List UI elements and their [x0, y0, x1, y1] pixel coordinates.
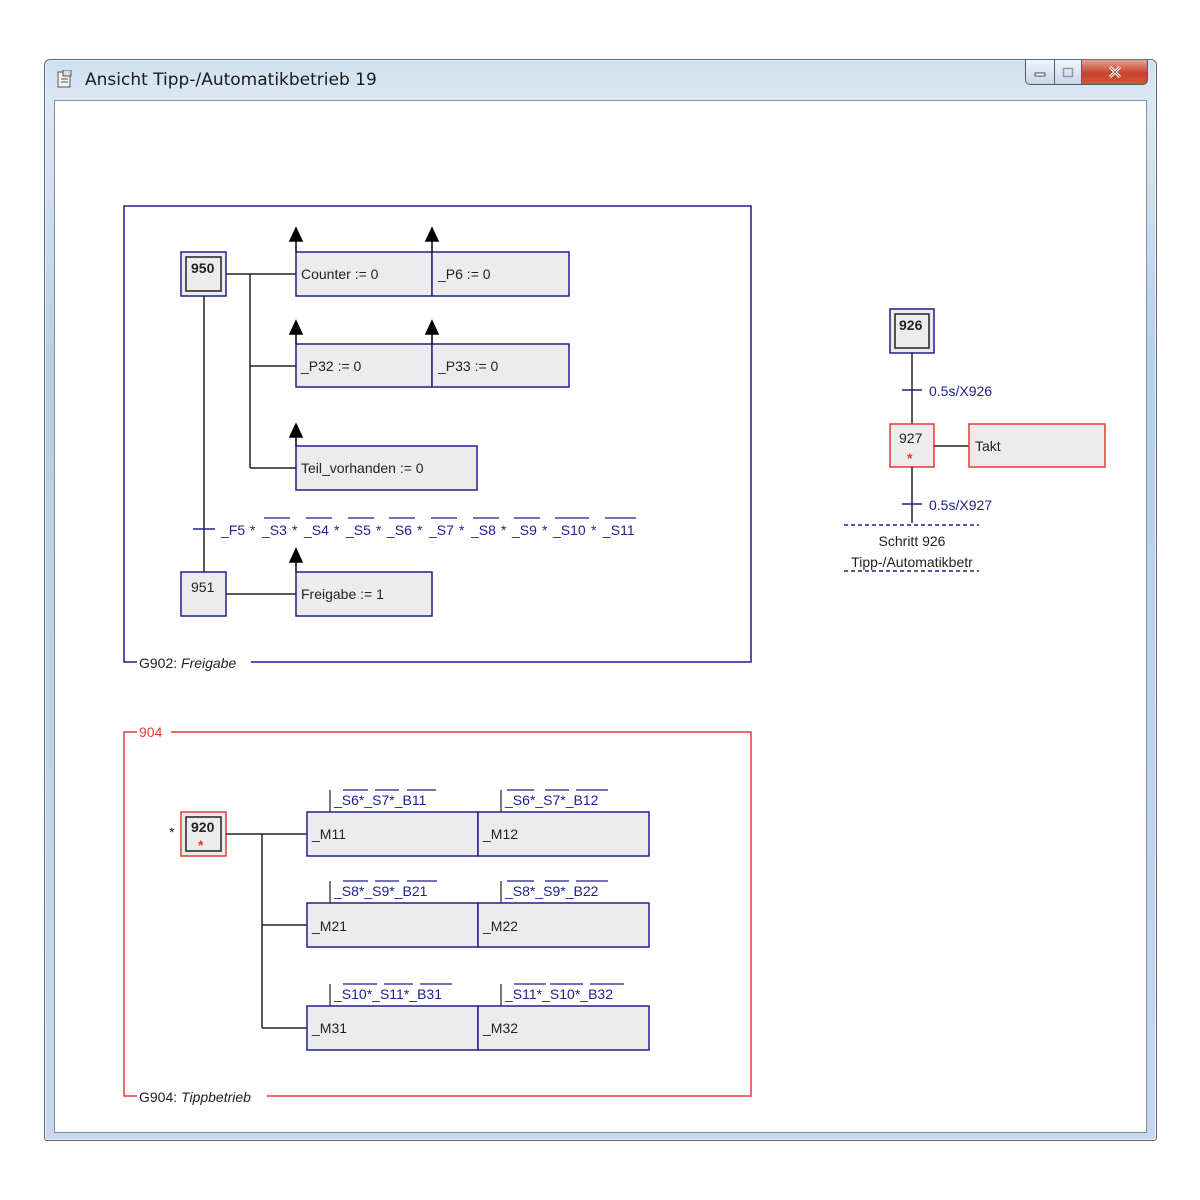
svg-text:_S11: _S11 — [602, 522, 635, 538]
action-m22[interactable]: _M22 — [477, 902, 650, 948]
svg-text:_S6*_S7*_B11: _S6*_S7*_B11 — [333, 792, 427, 808]
step-927[interactable]: 927 * — [889, 423, 935, 468]
close-button[interactable] — [1082, 60, 1148, 85]
svg-text:_S11*_S10*_B32: _S11*_S10*_B32 — [504, 986, 613, 1002]
svg-text:_S8*_S9*_B22: _S8*_S9*_B22 — [504, 883, 599, 899]
svg-text:_M11: _M11 — [311, 826, 346, 842]
svg-text:_F5: _F5 — [220, 522, 245, 538]
action-p33[interactable]: _P33 := 0 — [431, 343, 570, 388]
initial-step-marker: * — [169, 824, 175, 840]
app-window: Ansicht Tipp-/Automatikbetrieb 19 G902: … — [44, 59, 1157, 1141]
group-g904-header: 904 — [139, 724, 163, 740]
action-m11[interactable]: _M11 — [306, 811, 479, 857]
window-app-icon — [57, 70, 72, 88]
svg-text:Freigabe := 1: Freigabe := 1 — [301, 586, 384, 602]
svg-text:950: 950 — [191, 260, 215, 276]
jump-target[interactable]: Schritt 926 Tipp-/Automatikbetr — [844, 533, 979, 572]
svg-text:*: * — [417, 522, 423, 538]
action-arrows — [288, 226, 440, 572]
step-926[interactable]: 926 — [889, 308, 935, 354]
svg-text:927: 927 — [899, 430, 923, 446]
window-title: Ansicht Tipp-/Automatikbetrieb 19 — [85, 70, 377, 90]
svg-text:_P33 := 0: _P33 := 0 — [437, 358, 499, 374]
action-p6[interactable]: _P6 := 0 — [431, 251, 570, 297]
transition-926[interactable]: 0.5s/X926 — [929, 383, 992, 399]
step-920[interactable]: 920 * — [180, 811, 227, 857]
svg-text:*: * — [376, 522, 382, 538]
group-g904-frame — [171, 731, 752, 1097]
action-takt[interactable]: Takt — [968, 423, 1106, 468]
svg-text:926: 926 — [899, 317, 923, 333]
action-m32[interactable]: _M32 — [477, 1005, 650, 1051]
svg-text:_S7: _S7 — [428, 522, 454, 538]
svg-text:920: 920 — [191, 819, 215, 835]
svg-text:_S10: _S10 — [552, 522, 586, 538]
svg-text:_S9: _S9 — [511, 522, 537, 538]
svg-text:Teil_vorhanden := 0: Teil_vorhanden := 0 — [301, 460, 424, 476]
condition-m21[interactable]: _S8*_S9*_B21 — [329, 880, 437, 903]
svg-text:_M32: _M32 — [482, 1020, 518, 1036]
active-marker-icon: * — [198, 837, 204, 853]
svg-text:*: * — [459, 522, 465, 538]
svg-text:Takt: Takt — [975, 438, 1001, 454]
svg-text:_M12: _M12 — [482, 826, 518, 842]
svg-text:951: 951 — [191, 579, 215, 595]
svg-text:_S6: _S6 — [386, 522, 412, 538]
active-marker-icon: * — [907, 450, 913, 466]
svg-text:_S8*_S9*_B21: _S8*_S9*_B21 — [333, 883, 428, 899]
action-teil-vorhanden[interactable]: Teil_vorhanden := 0 — [295, 445, 478, 491]
svg-text:*: * — [292, 522, 298, 538]
close-icon — [1108, 66, 1121, 78]
svg-text:_M22: _M22 — [482, 918, 518, 934]
svg-text:_P6 := 0: _P6 := 0 — [437, 266, 491, 282]
title-bar[interactable]: Ansicht Tipp-/Automatikbetrieb 19 — [45, 60, 1156, 100]
action-p32[interactable]: _P32 := 0 — [295, 343, 433, 388]
maximize-button[interactable] — [1055, 60, 1082, 85]
action-m12[interactable]: _M12 — [477, 811, 650, 857]
svg-text:*: * — [591, 522, 597, 538]
svg-text:_S6*_S7*_B12: _S6*_S7*_B12 — [504, 792, 599, 808]
transition-927[interactable]: 0.5s/X927 — [929, 497, 992, 513]
svg-text:_M21: _M21 — [311, 918, 347, 934]
svg-text:Counter := 0: Counter := 0 — [301, 266, 379, 282]
svg-text:_S10*_S11*_B31: _S10*_S11*_B31 — [333, 986, 442, 1002]
svg-text:Schritt 926: Schritt 926 — [879, 533, 946, 549]
svg-text:*: * — [250, 522, 256, 538]
maximize-icon — [1062, 67, 1074, 77]
group-g902-label: G902: Freigabe — [139, 655, 237, 671]
group-g902: G902: Freigabe 950 Counter := 0 — [123, 205, 752, 671]
svg-text:_S3: _S3 — [261, 522, 287, 538]
window-controls — [1025, 60, 1148, 86]
diagram-canvas: G902: Freigabe 950 Counter := 0 — [54, 100, 1147, 1133]
condition-m32[interactable]: _S11*_S10*_B32 — [500, 983, 624, 1006]
svg-text:Tipp-/Automatikbetr: Tipp-/Automatikbetr — [851, 554, 973, 570]
takt-chain: 926 0.5s/X926 927 * Takt 0.5s/X927 — [844, 308, 1106, 572]
svg-text:_S5: _S5 — [345, 522, 371, 538]
step-951[interactable]: 951 — [180, 571, 227, 617]
svg-text:*: * — [334, 522, 340, 538]
action-freigabe[interactable]: Freigabe := 1 — [295, 571, 433, 617]
condition-m22[interactable]: _S8*_S9*_B22 — [500, 880, 608, 903]
svg-text:_S8: _S8 — [470, 522, 496, 538]
action-m31[interactable]: _M31 — [306, 1005, 479, 1051]
group-g902-frame — [123, 205, 752, 663]
group-g904: 904 G904: Tippbetrieb * 920 * _M11 — [123, 724, 752, 1105]
svg-text:_S4: _S4 — [303, 522, 329, 538]
sfc-diagram: G902: Freigabe 950 Counter := 0 — [123, 205, 1106, 1105]
condition-m31[interactable]: _S10*_S11*_B31 — [329, 983, 452, 1006]
group-g904-label: G904: Tippbetrieb — [139, 1089, 251, 1105]
minimize-button[interactable] — [1025, 60, 1055, 85]
svg-text:*: * — [542, 522, 548, 538]
svg-text:*: * — [501, 522, 507, 538]
condition-m12[interactable]: _S6*_S7*_B12 — [500, 789, 608, 812]
svg-text:_M31: _M31 — [311, 1020, 347, 1036]
step-950[interactable]: 950 — [180, 251, 227, 297]
minimize-icon — [1034, 72, 1046, 77]
action-counter[interactable]: Counter := 0 — [295, 251, 433, 297]
transition-g902[interactable]: _F5 * _S3 * _S4 * _S5 * _S6 * _S7 * _S8 … — [220, 517, 636, 538]
svg-text:_P32 := 0: _P32 := 0 — [300, 358, 362, 374]
action-m21[interactable]: _M21 — [306, 902, 479, 948]
condition-m11[interactable]: _S6*_S7*_B11 — [329, 789, 436, 812]
